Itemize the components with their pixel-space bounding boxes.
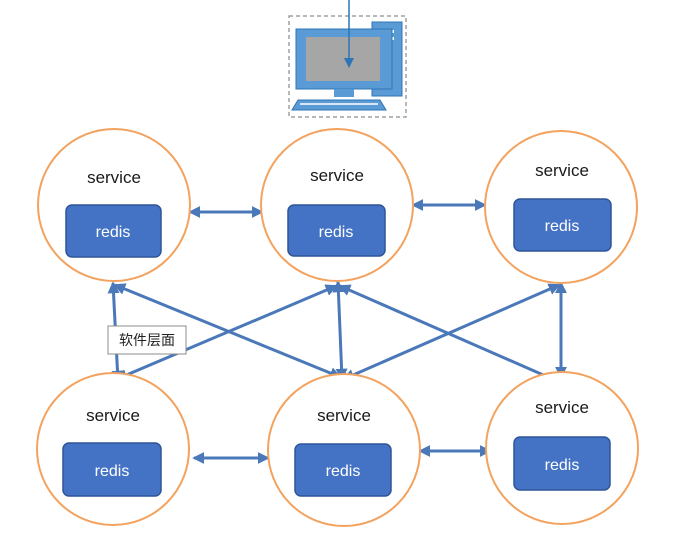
redis-box	[62, 442, 162, 497]
desktop-computer-icon	[288, 0, 407, 118]
redis-label: redis	[319, 224, 354, 241]
service-node: service redis	[36, 372, 190, 526]
service-node: service redis	[485, 371, 639, 525]
service-node: service redis	[484, 130, 638, 284]
service-node: service redis	[37, 128, 191, 282]
service-label: service	[535, 161, 589, 180]
redis-box	[65, 204, 162, 258]
service-label: service	[535, 398, 589, 417]
service-node: service redis	[267, 373, 421, 527]
software-layer-note: 软件层面	[107, 325, 187, 355]
service-node: service redis	[260, 128, 414, 282]
redis-label: redis	[545, 457, 580, 474]
service-label: service	[87, 168, 141, 187]
redis-box	[513, 436, 611, 491]
redis-label: redis	[326, 463, 361, 480]
arrow-top-center-bottom-center	[332, 280, 348, 381]
connection-arrows	[107, 199, 567, 464]
service-label: service	[310, 166, 364, 185]
redis-label: redis	[545, 218, 580, 235]
redis-box	[287, 204, 386, 257]
redis-label: redis	[95, 463, 130, 480]
redis-box	[294, 443, 392, 497]
redis-label: redis	[96, 224, 131, 241]
service-label: service	[317, 406, 371, 425]
redis-box	[513, 198, 612, 252]
service-label: service	[86, 406, 140, 425]
arrow-top-right-bottom-center	[342, 283, 561, 381]
arrow-top-center-bottom-left	[115, 284, 338, 381]
software-layer-note-text: 软件层面	[119, 333, 175, 349]
